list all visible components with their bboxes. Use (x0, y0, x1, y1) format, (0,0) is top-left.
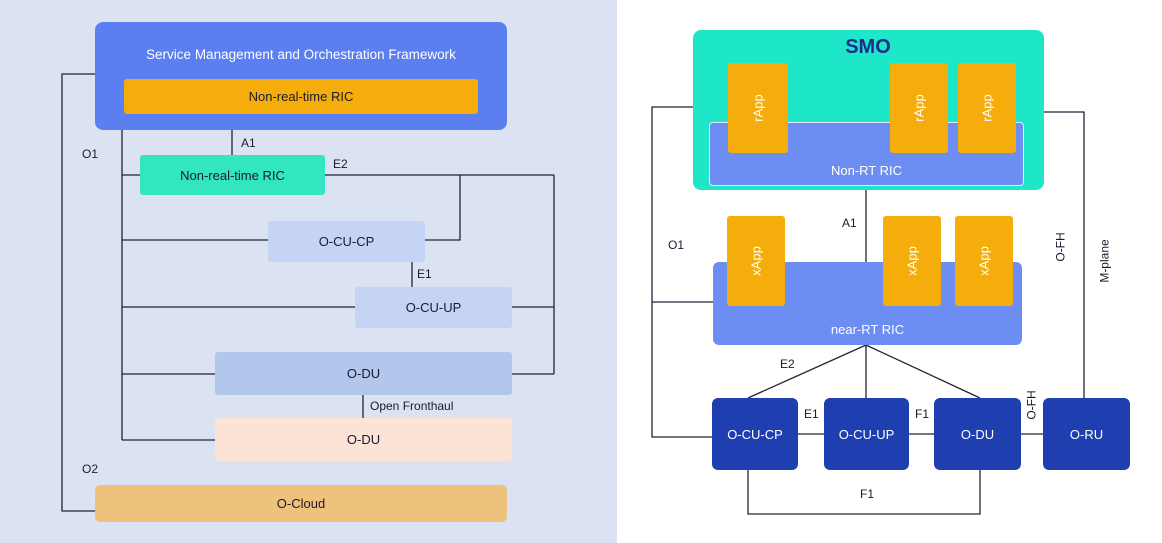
mplane-label: M-plane (1097, 239, 1112, 283)
fronthaul-label: Open Fronthaul (370, 399, 454, 413)
ofh-vertical-label: O-FH (1053, 232, 1068, 262)
o-du-box-right: O-DU (934, 398, 1021, 470)
rapp-box-2: rApp (890, 63, 948, 153)
o2-label: O2 (82, 462, 99, 476)
e1-label-left: E1 (417, 267, 432, 281)
o-du-box-left-1: O-DU (215, 352, 512, 395)
f1-label-right: F1 (915, 407, 930, 421)
o2-line (61, 73, 95, 512)
xapp-label-1: xApp (748, 246, 764, 276)
nearrt-ric-label: near-RT RIC (830, 322, 905, 337)
o-cu-up-box-left: O-CU-UP (355, 287, 512, 328)
xapp-label-3: xApp (976, 246, 992, 276)
mplane-line (1044, 111, 1085, 398)
o-ru-box: O-RU (1043, 398, 1130, 470)
smo-title: SMO (845, 36, 891, 58)
f1-bottom-label: F1 (860, 487, 875, 501)
nonrt-ric-box: Non-real-time RIC (140, 155, 325, 195)
xapp-box-2: xApp (883, 216, 941, 306)
rapp-label-3: rApp (979, 94, 995, 122)
rapp-box-1: rApp (728, 63, 788, 153)
f1-bottom-line (747, 470, 981, 515)
o1-line-right (651, 106, 712, 438)
rapp-box-3: rApp (958, 63, 1016, 153)
e2-label-left: E2 (333, 157, 348, 171)
o-cu-cp-box-right: O-CU-CP (712, 398, 798, 470)
ofh-small-label: O-FH (1024, 390, 1039, 420)
xapp-label-2: xApp (904, 246, 920, 276)
rapp-label-1: rApp (750, 94, 766, 122)
a1-label-right: A1 (842, 216, 857, 230)
nonrt-ric-label: Non-RT RIC (830, 163, 903, 178)
smo-framework-title: Service Management and Orchestration Fra… (146, 47, 456, 62)
smo-nonrt-ric-box: Non-real-time RIC (124, 79, 478, 114)
o-cloud-box: O-Cloud (95, 485, 507, 522)
a1-label-left: A1 (241, 136, 256, 150)
o-cu-up-box-right: O-CU-UP (824, 398, 909, 470)
e1-label-right: E1 (804, 407, 819, 421)
o1-label-right: O1 (668, 238, 685, 252)
xapp-box-3: xApp (955, 216, 1013, 306)
rapp-label-2: rApp (911, 94, 927, 122)
o-du-box-left-2: O-DU (215, 418, 512, 461)
e2-line-right (747, 344, 867, 399)
xapp-box-1: xApp (727, 216, 785, 306)
e2-label-right: E2 (780, 357, 795, 371)
o-cu-cp-box-left: O-CU-CP (268, 221, 425, 262)
o1-label-left: O1 (82, 147, 99, 161)
